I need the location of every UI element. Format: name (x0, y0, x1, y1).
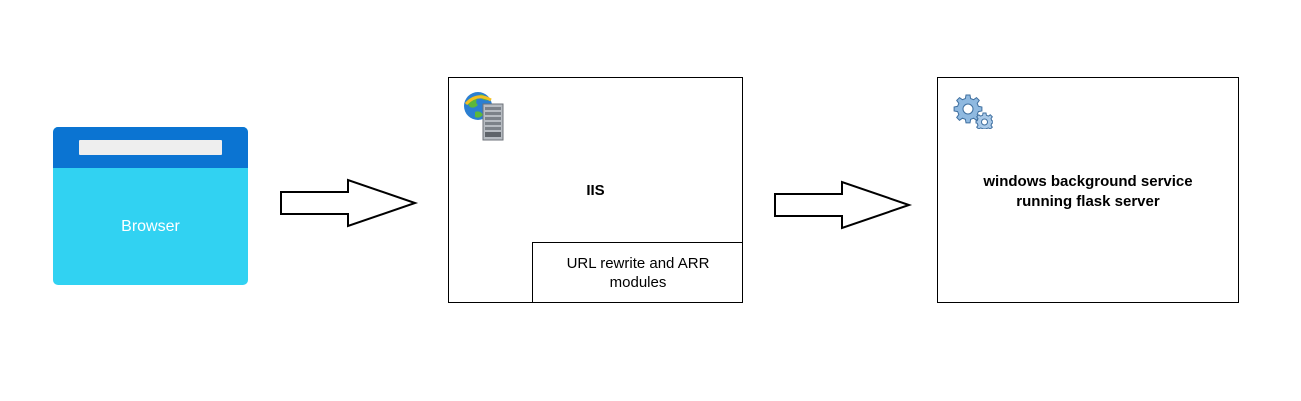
service-label-line-2: running flask server (1016, 193, 1160, 210)
browser-label: Browser (121, 217, 180, 235)
globe-server-icon (463, 90, 505, 147)
iis-node: IIS URL rewrite and ARR modules (448, 77, 743, 303)
service-node: windows background service running flask… (937, 77, 1239, 303)
arrow-browser-to-iis (280, 178, 419, 228)
gears-icon (953, 93, 994, 134)
browser-title-bar (53, 127, 248, 168)
iis-label: IIS (586, 182, 605, 199)
arrow-iis-to-service (774, 180, 913, 230)
url-rewrite-module-box: URL rewrite and ARR modules (532, 242, 743, 303)
browser-node: Browser (53, 127, 248, 285)
service-label: windows background service running flask… (938, 172, 1238, 212)
browser-address-bar (79, 140, 222, 155)
service-label-line-1: windows background service (983, 173, 1193, 190)
